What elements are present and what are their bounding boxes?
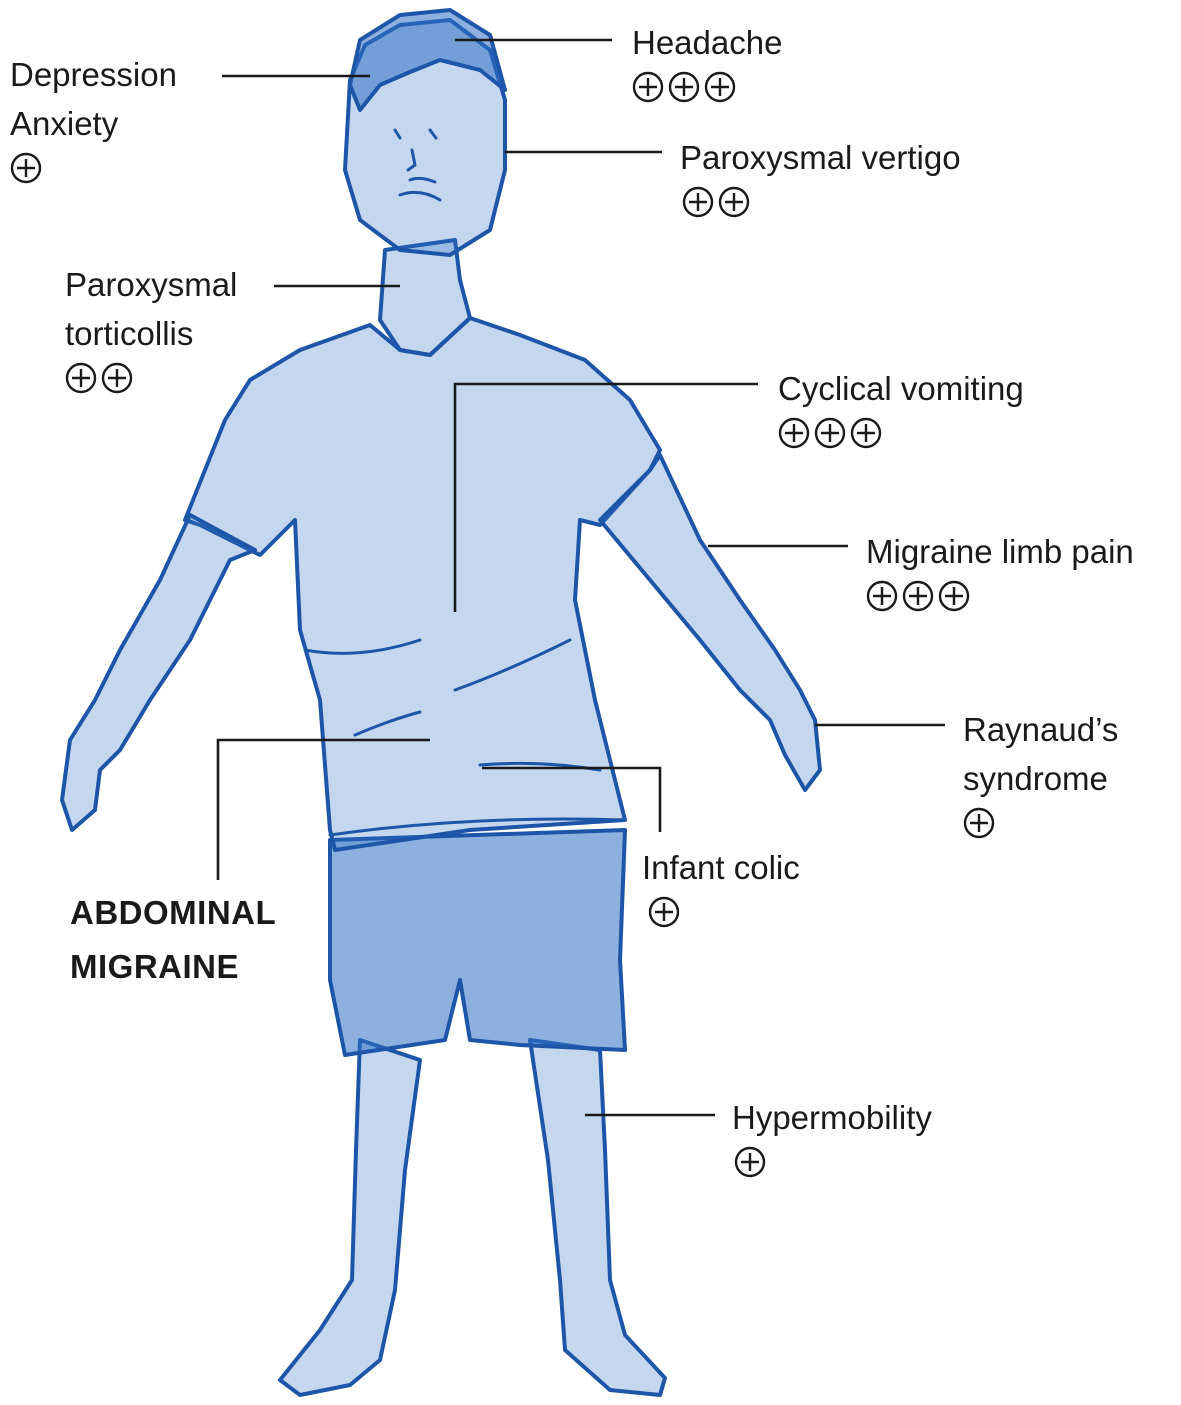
shorts (330, 830, 625, 1055)
label-paroxysmal-torticollis: Paroxysmal torticollis (65, 260, 237, 402)
label-cyclical-vomiting: Cyclical vomiting (778, 364, 1024, 457)
label-line: Infant colic (642, 843, 800, 892)
plus-rating (866, 580, 1134, 620)
circled-plus-icon (850, 417, 882, 449)
plus-rating (65, 362, 237, 402)
circled-plus-icon (648, 896, 680, 928)
right-leg (530, 1040, 665, 1395)
label-paroxysmal-vertigo: Paroxysmal vertigo (680, 133, 961, 226)
circled-plus-icon (65, 362, 97, 394)
circled-plus-icon (704, 71, 736, 103)
label-line: Anxiety (10, 99, 177, 148)
label-line: Headache (632, 18, 782, 67)
label-line: Cyclical vomiting (778, 364, 1024, 413)
right-arm (600, 455, 820, 790)
circled-plus-icon (682, 186, 714, 218)
plus-rating (734, 1146, 932, 1186)
label-line: Paroxysmal (65, 260, 237, 309)
label-line: torticollis (65, 309, 237, 358)
circled-plus-icon (718, 186, 750, 218)
plus-rating (778, 417, 1024, 457)
plus-rating (648, 896, 800, 936)
label-line: MIGRAINE (70, 940, 276, 994)
circled-plus-icon (938, 580, 970, 612)
plus-rating (963, 807, 1118, 847)
left-arm (62, 515, 255, 830)
circled-plus-icon (10, 152, 42, 184)
plus-rating (10, 152, 177, 192)
plus-rating (632, 71, 782, 111)
circled-plus-icon (778, 417, 810, 449)
label-infant-colic: Infant colic (642, 843, 800, 936)
circled-plus-icon (632, 71, 664, 103)
label-line: Depression (10, 50, 177, 99)
label-line: Paroxysmal vertigo (680, 133, 961, 182)
label-headache: Headache (632, 18, 782, 111)
circled-plus-icon (734, 1146, 766, 1178)
left-leg (280, 1040, 420, 1395)
label-line: syndrome (963, 754, 1118, 803)
circled-plus-icon (866, 580, 898, 612)
label-depression-anxiety: Depression Anxiety (10, 50, 177, 192)
circled-plus-icon (902, 580, 934, 612)
shirt (185, 318, 660, 850)
circled-plus-icon (963, 807, 995, 839)
label-line: Migraine limb pain (866, 527, 1134, 576)
circled-plus-icon (668, 71, 700, 103)
label-line: ABDOMINAL (70, 886, 276, 940)
label-abdominal-migraine: ABDOMINAL MIGRAINE (70, 886, 276, 994)
label-line: Hypermobility (732, 1093, 932, 1142)
label-line: Raynaud’s (963, 705, 1118, 754)
circled-plus-icon (814, 417, 846, 449)
circled-plus-icon (101, 362, 133, 394)
plus-rating (682, 186, 961, 226)
label-hypermobility: Hypermobility (732, 1093, 932, 1186)
label-raynauds-syndrome: Raynaud’s syndrome (963, 705, 1118, 847)
label-migraine-limb-pain: Migraine limb pain (866, 527, 1134, 620)
